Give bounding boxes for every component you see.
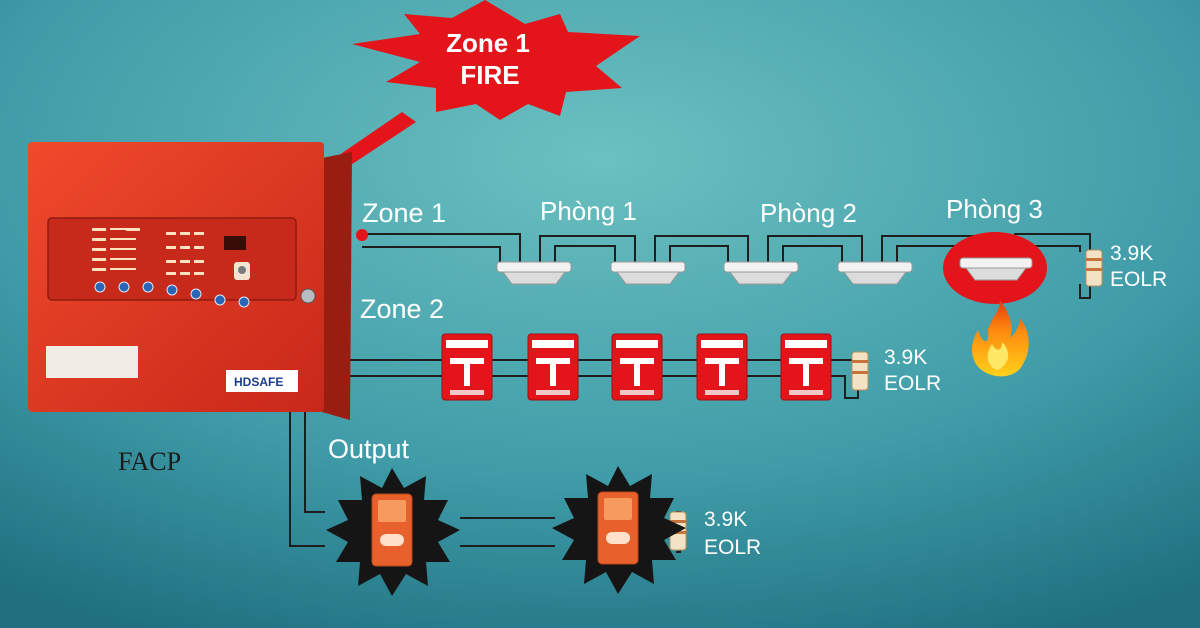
zone2-eolr-name: EOLR — [884, 372, 941, 395]
alert-fire-label: FIRE — [460, 60, 519, 90]
output-label: Output — [328, 434, 410, 464]
manual-call-point — [696, 333, 748, 401]
manual-call-point — [441, 333, 493, 401]
bell-burst — [552, 466, 686, 594]
zone1-eolr-value: 3.9K — [1110, 242, 1153, 265]
smoke-detector-alarm — [959, 257, 1033, 281]
panel-brand: HDSAFE — [234, 375, 283, 389]
output-eolr-name: EOLR — [704, 536, 761, 559]
smoke-detector — [723, 261, 799, 285]
manual-call-point — [527, 333, 579, 401]
panel-side — [322, 152, 352, 420]
room-2-label: Phòng 2 — [760, 198, 857, 228]
bell-burst — [326, 468, 460, 596]
panel-led-indicators — [92, 228, 204, 275]
zone1-detectors — [496, 232, 1047, 377]
panel-digit-display — [224, 236, 246, 250]
fire-flame-icon — [972, 300, 1029, 377]
room-3-label: Phòng 3 — [946, 194, 1043, 224]
zone2-label: Zone 2 — [360, 294, 444, 324]
room-1-label: Phòng 1 — [540, 196, 637, 226]
zone1-terminal-dot — [356, 229, 368, 241]
resistor-icon — [851, 351, 869, 391]
panel-lock — [300, 288, 316, 304]
output-eolr-value: 3.9K — [704, 508, 747, 531]
zone1-fire-alert-burst: Zone 1 FIRE — [352, 0, 640, 120]
zone2-call-points — [441, 333, 832, 401]
zone2-eolr-value: 3.9K — [884, 346, 927, 369]
zone1-label: Zone 1 — [362, 198, 446, 228]
facp-panel: HDSAFE — [28, 142, 352, 420]
smoke-detector — [610, 261, 686, 285]
resistor-icon — [1085, 249, 1103, 287]
smoke-detector — [496, 261, 572, 285]
manual-call-point — [780, 333, 832, 401]
output-sounders — [326, 466, 686, 596]
alert-zone-label: Zone 1 — [446, 28, 530, 58]
panel-info-plate — [46, 346, 138, 378]
facp-label: FACP — [118, 447, 181, 476]
panel-buttons — [94, 281, 250, 308]
manual-call-point — [611, 333, 663, 401]
panel-brand-plate — [226, 370, 298, 392]
zone1-eolr-name: EOLR — [1110, 268, 1167, 291]
smoke-detector — [837, 261, 913, 285]
